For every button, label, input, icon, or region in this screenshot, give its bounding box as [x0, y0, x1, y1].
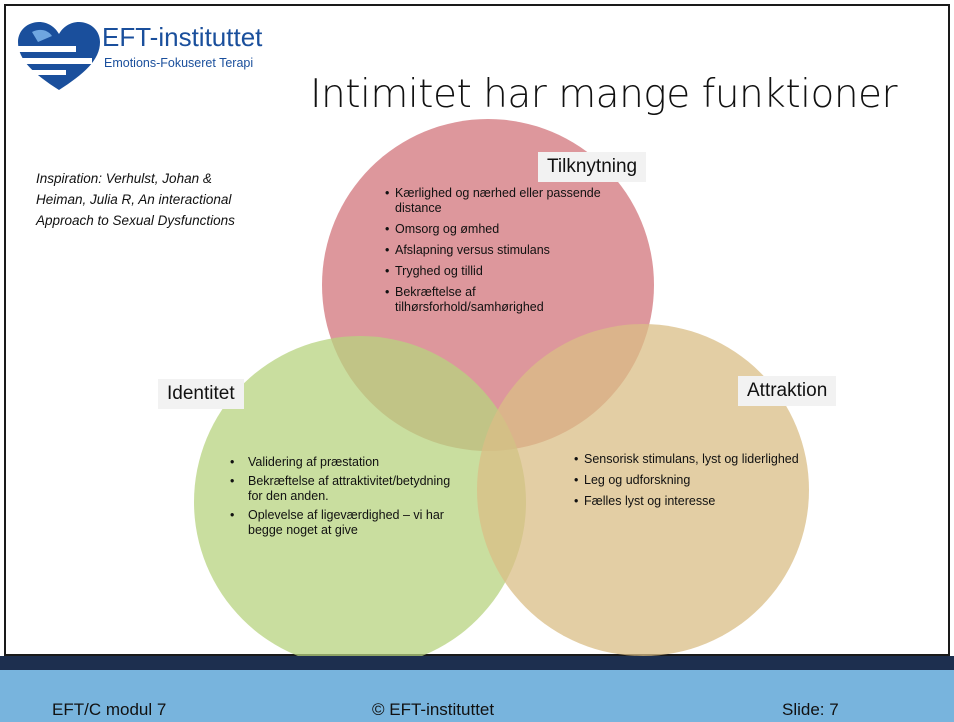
footer-divider-bar [0, 656, 954, 670]
bullet-item: Bekræftelse af tilhørsforhold/samhørighe… [385, 285, 605, 315]
logo: EFT-instituttet Emotions-Fokuseret Terap… [14, 18, 274, 96]
slide-title: Intimitet har mange funktioner [310, 72, 898, 117]
bullet-item: Afslapning versus stimulans [385, 243, 605, 258]
label-identitet: Identitet [158, 379, 244, 409]
footer: EFT/C modul 7 © EFT-instituttet Slide: 7 [0, 670, 954, 722]
venn-diagram [194, 119, 809, 656]
inspiration-note: Inspiration: Verhulst, Johan & Heiman, J… [36, 171, 235, 228]
bullets-attraktion: Sensorisk stimulans, lyst og liderlighed… [572, 452, 804, 515]
bullet-item: Validering af præstation [230, 455, 460, 470]
label-attraktion: Attraktion [738, 376, 837, 406]
footer-slide-number: Slide: 7 [782, 700, 839, 719]
bullet-item: Omsorg og ømhed [385, 222, 605, 237]
bullet-item: Leg og udforskning [574, 473, 804, 488]
logo-name: EFT-instituttet [102, 22, 263, 52]
bullet-item: Bekræftelse af attraktivitet/betydning f… [230, 474, 460, 504]
bullet-item: Kærlighed og nærhed eller passende dista… [385, 186, 605, 216]
logo-subtitle: Emotions-Fokuseret Terapi [104, 56, 254, 70]
bullet-item: Fælles lyst og interesse [574, 494, 804, 509]
bullets-tilknytning: Kærlighed og nærhed eller passende dista… [383, 186, 605, 321]
heart-logo-icon [14, 22, 100, 90]
circle-attraktion [477, 324, 809, 656]
footer-module: EFT/C modul 7 [52, 700, 167, 719]
footer-copyright: © EFT-instituttet [372, 700, 495, 719]
bullet-item: Sensorisk stimulans, lyst og liderlighed [574, 452, 804, 467]
bullet-item: Oplevelse af ligeværdighed – vi har begg… [230, 508, 460, 538]
label-tilknytning: Tilknytning [538, 152, 647, 182]
bullet-item: Tryghed og tillid [385, 264, 605, 279]
bullets-identitet: Validering af præstation Bekræftelse af … [228, 455, 460, 542]
